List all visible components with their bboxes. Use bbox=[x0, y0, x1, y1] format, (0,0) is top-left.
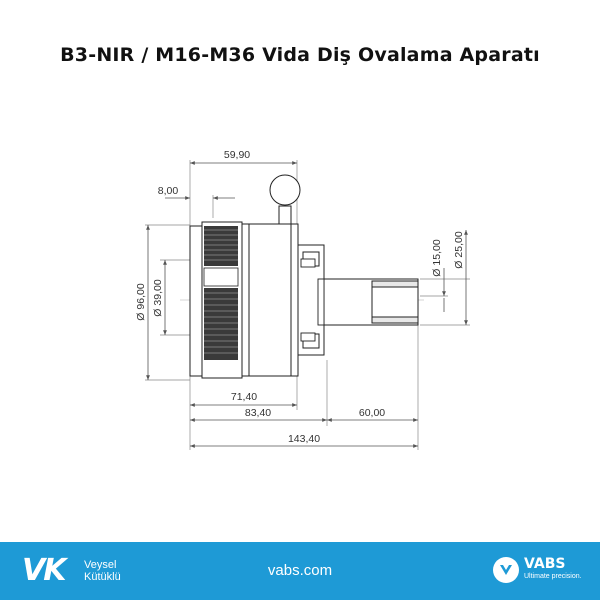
adjuster-knob bbox=[269, 174, 301, 225]
vk-logo-line1: Veysel bbox=[84, 559, 117, 571]
thread-rolls bbox=[203, 226, 239, 360]
vabs-tagline: Ultimate precision. bbox=[524, 573, 582, 580]
vabs-arrow-icon bbox=[493, 557, 519, 583]
vk-logo[interactable]: VK bbox=[22, 553, 66, 588]
dim-96-00: Ø 96,00 bbox=[135, 283, 147, 321]
vk-logo-text: Veysel Kütüklü bbox=[84, 559, 121, 583]
vk-logo-line2: Kütüklü bbox=[84, 571, 121, 583]
page-title: B3-NIR / M16-M36 Vida Diş Ovalama Aparat… bbox=[60, 44, 540, 66]
footer-bar: VK Veysel Kütüklü vabs.com VABS Ultimate… bbox=[0, 542, 600, 600]
website-link[interactable]: vabs.com bbox=[267, 562, 333, 579]
dim-39-00: Ø 39,00 bbox=[152, 279, 164, 317]
dim-71-40: 71,40 bbox=[231, 391, 257, 403]
bolts bbox=[300, 258, 325, 342]
dim-15-00: Ø 15,00 bbox=[431, 239, 443, 277]
technical-drawing: 59,90 8,00 Ø 96,00 Ø 39,00 Ø 15,00 Ø 25,… bbox=[135, 149, 470, 450]
dim-8-00: 8,00 bbox=[158, 185, 179, 197]
dim-143-40: 143,40 bbox=[288, 433, 320, 445]
dim-25-00: Ø 25,00 bbox=[453, 231, 465, 269]
dim-60-00: 60,00 bbox=[359, 407, 385, 419]
vabs-logo-name[interactable]: VABS bbox=[524, 556, 566, 572]
dimension-lines bbox=[146, 161, 468, 448]
dim-59-90: 59,90 bbox=[224, 149, 250, 161]
dim-83-40: 83,40 bbox=[245, 407, 271, 419]
